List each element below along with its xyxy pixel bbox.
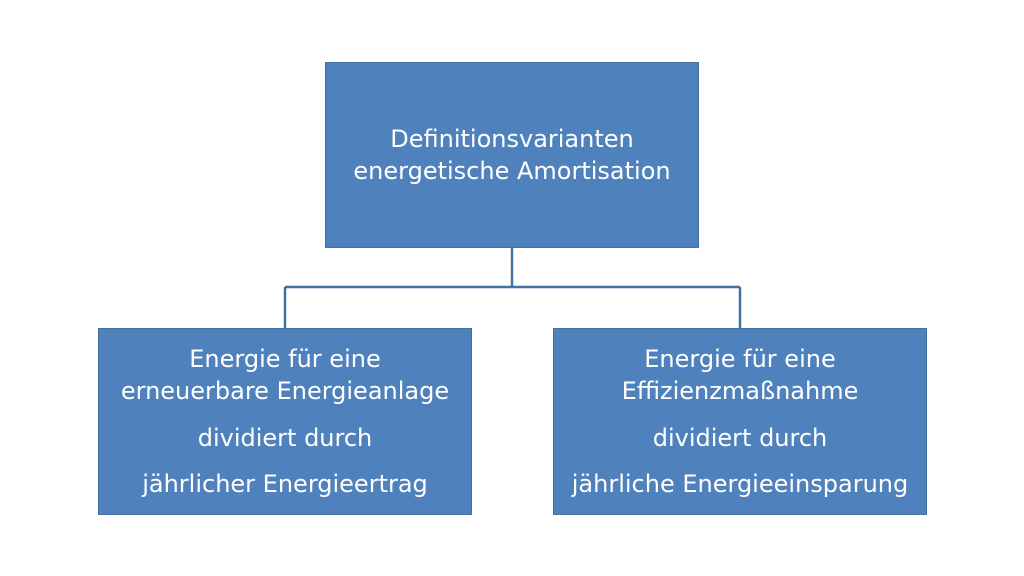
- left-child-divider-text: dividiert durch: [197, 423, 373, 452]
- left-child-line-4: jährlicher Energieertrag: [142, 469, 428, 498]
- right-child-line-4: jährliche Energieeinsparung: [571, 469, 909, 498]
- left-child-line-2: erneuerbare Energieanlage: [120, 377, 450, 406]
- root-node-line-1: Definitionsvarianten: [390, 124, 634, 153]
- root-node-box: Definitionsvarianten energetische Amorti…: [325, 62, 699, 248]
- right-child-divider-text: dividiert durch: [652, 423, 828, 452]
- root-node-line-2: energetische Amortisation: [353, 157, 671, 185]
- right-child-line-1: Energie für eine: [644, 344, 836, 373]
- right-child-box: Energie für eine Effizienzmaßnahme divid…: [553, 328, 927, 515]
- left-child-box: Energie für eine erneuerbare Energieanla…: [98, 328, 472, 515]
- left-child-line-1: Energie für eine: [189, 344, 381, 373]
- right-child-line-2: Effizienzmaßnahme: [621, 377, 859, 406]
